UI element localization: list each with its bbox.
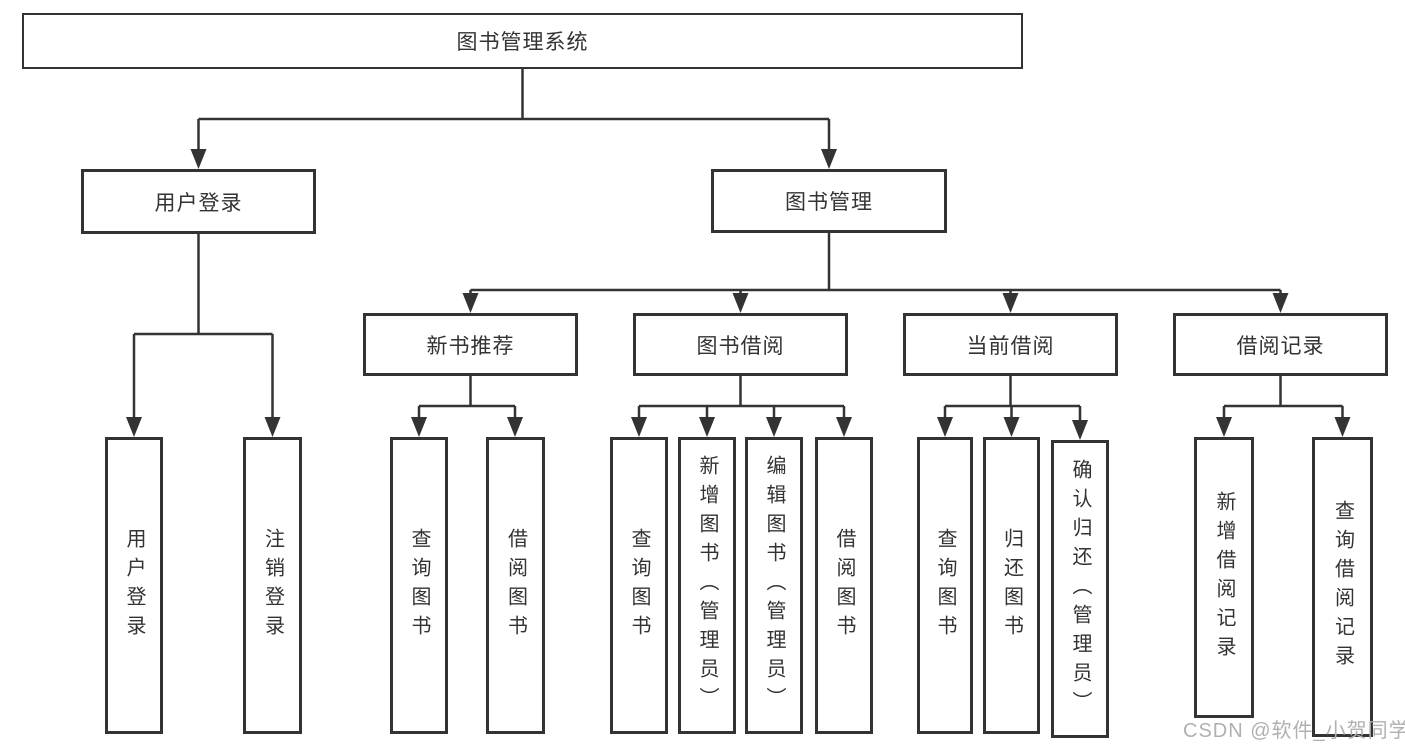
leaf-query-books-current: 查询图书 [917, 437, 973, 734]
connector-book-borrow-to-leaves [637, 376, 846, 423]
leaf-query-borrow-record: 查询借阅记录 [1312, 437, 1373, 737]
connector-current-borrow-to-leaves [943, 376, 1082, 426]
leaf-borrow-books-recommend: 借阅图书 [486, 437, 545, 734]
leaf-user-login: 用户登录 [105, 437, 163, 734]
node-new-book-recommend: 新书推荐 [363, 313, 578, 376]
node-book-borrow: 图书借阅 [633, 313, 848, 376]
leaf-borrow-books: 借阅图书 [815, 437, 873, 734]
connector-root-to-level2 [197, 69, 831, 155]
leaf-add-books-admin: 新增图书（管理员） [678, 437, 736, 734]
leaf-logout-login: 注销登录 [243, 437, 302, 734]
leaf-edit-books-admin: 编辑图书（管理员） [745, 437, 803, 734]
node-current-borrow: 当前借阅 [903, 313, 1118, 376]
leaf-query-books-recommend: 查询图书 [390, 437, 448, 734]
node-user-login: 用户登录 [81, 169, 316, 234]
node-book-management: 图书管理 [711, 169, 947, 233]
connector-borrow-records-to-leaves [1222, 376, 1344, 423]
connector-book-management-to-level3 [469, 233, 1282, 299]
connector-user-login-to-leaves [132, 234, 274, 423]
connector-new-book-recommend-to-leaves [417, 376, 517, 423]
node-library-management-system: 图书管理系统 [22, 13, 1023, 69]
csdn-watermark: CSDN @软件_小贺同学 [1183, 720, 1405, 742]
leaf-add-borrow-record: 新增借阅记录 [1194, 437, 1254, 718]
node-borrow-records: 借阅记录 [1173, 313, 1388, 376]
leaf-query-books-borrow: 查询图书 [610, 437, 668, 734]
leaf-return-books: 归还图书 [983, 437, 1040, 734]
leaf-confirm-return-admin: 确认归还（管理员） [1051, 440, 1109, 738]
